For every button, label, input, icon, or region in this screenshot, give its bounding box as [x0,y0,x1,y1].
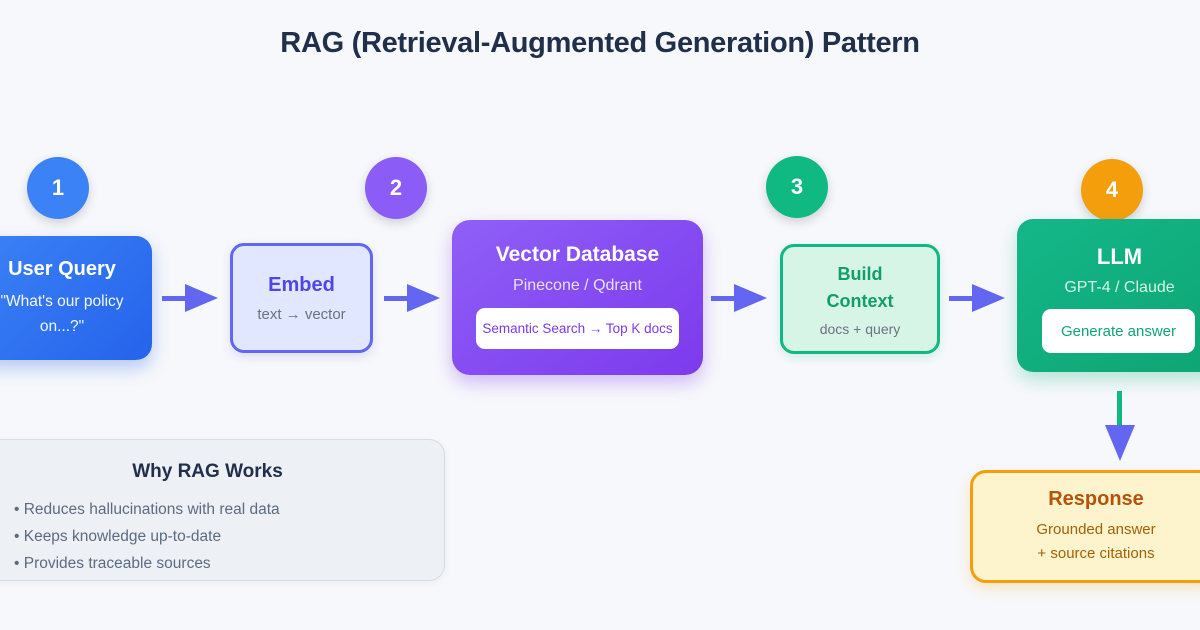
node-user-query: User Query "What's our policy on...?" [0,236,152,360]
node-llm: LLM GPT-4 / Claude Generate answer [1017,219,1200,372]
why-rag-bullet: • Keeps knowledge up-to-date [14,528,222,545]
why-rag-bullet: • Provides traceable sources [14,555,211,572]
step-badge-2: 2 [365,157,427,219]
node-build-context: Build Context docs + query [780,244,940,354]
arrow-right-icon [384,284,440,312]
node-response: Response Grounded answer + source citati… [970,470,1200,583]
node-response-title: Response [1048,487,1144,510]
node-user-query-subtitle: "What's our policy on...?" [0,292,124,335]
node-embed-title: Embed [268,273,335,296]
arrow-right-icon [711,284,767,312]
node-vector-database: Vector Database Pinecone / Qdrant Semant… [452,220,703,375]
node-vector-database-subtitle: Pinecone / Qdrant [513,277,642,294]
node-llm-title: LLM [1096,244,1143,269]
generate-answer-pill: Generate answer [1042,309,1195,353]
why-rag-bullet: • Reduces hallucinations with real data [14,501,280,518]
step-badge-4: 4 [1081,159,1143,221]
step-badge-3: 3 [766,156,828,218]
arrow-down-icon [1105,391,1135,461]
node-embed-subtitle: text → vector [257,305,346,323]
arrow-right-icon [162,284,218,312]
node-embed: Embed text → vector [230,243,373,353]
node-llm-subtitle: GPT-4 / Claude [1064,279,1175,296]
node-response-subtitle: Grounded answer + source citations [1036,518,1155,566]
node-response-line2: + source citations [1037,544,1155,562]
why-rag-panel: Why RAG Works • Reduces hallucinations w… [0,439,445,581]
arrow-right-icon [949,284,1005,312]
semantic-search-pill: Semantic Search → Top K docs [476,308,679,349]
page-title: RAG (Retrieval-Augmented Generation) Pat… [280,27,920,59]
node-user-query-title: User Query [8,257,116,280]
step-badge-1: 1 [27,157,89,219]
node-build-context-subtitle: docs + query [819,321,901,337]
node-response-line1: Grounded answer [1036,520,1156,538]
why-rag-title: Why RAG Works [132,461,283,482]
why-rag-bullet-list: • Reduces hallucinations with real data … [0,496,444,577]
node-build-context-title: Build Context [826,264,894,311]
node-vector-database-title: Vector Database [495,243,660,266]
